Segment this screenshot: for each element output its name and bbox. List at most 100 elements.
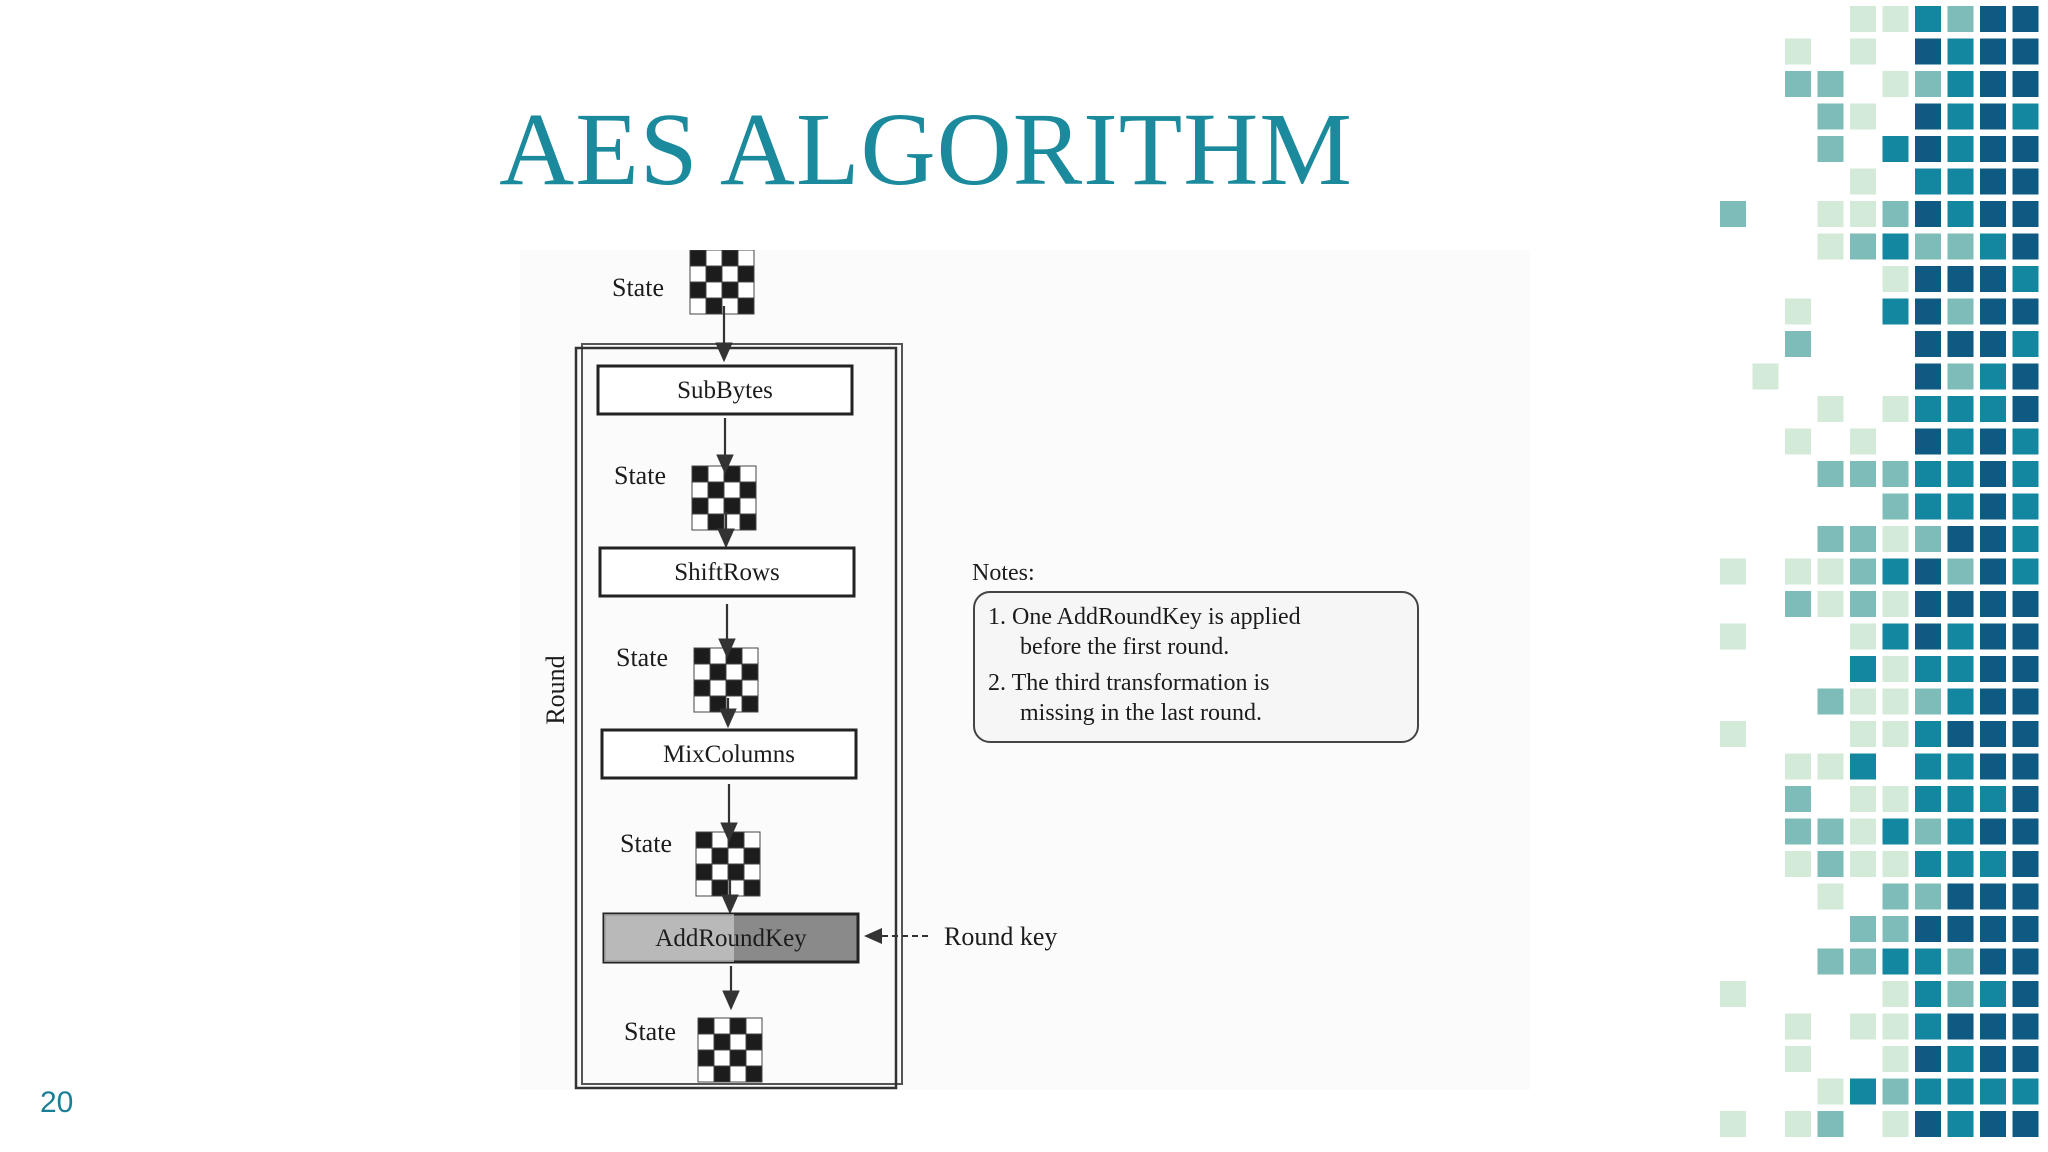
mosaic-tile	[1785, 71, 1811, 97]
mosaic-tile	[1915, 1111, 1941, 1137]
mosaic-tile	[2012, 266, 2039, 292]
state-label: State	[616, 643, 668, 672]
state-cell	[739, 497, 757, 515]
mosaic-tile	[1980, 818, 2006, 845]
mosaic-tile	[2012, 1013, 2039, 1040]
state-cell	[725, 663, 743, 681]
mosaic-tile	[1947, 1078, 1974, 1105]
mosaic-tile	[1980, 428, 2006, 455]
mosaic-tile	[1850, 1078, 1876, 1105]
note-1-line-1: 1. One AddRoundKey is applied	[988, 604, 1301, 630]
mosaic-tile	[1850, 233, 1876, 260]
mosaic-tile	[1850, 1013, 1876, 1040]
mosaic-tile	[1980, 851, 2006, 877]
mosaic-tile	[1882, 461, 1909, 487]
mosaic-tile	[1817, 688, 1844, 715]
state-cell	[711, 831, 729, 849]
mosaic-tile	[1915, 396, 1941, 422]
mosaic-tile	[2012, 526, 2039, 552]
mosaic-tile	[1947, 526, 1974, 552]
mosaic-tile	[1850, 428, 1876, 455]
state-grid	[689, 250, 755, 315]
mosaic-tile	[1850, 623, 1876, 650]
mosaic-tile	[1882, 1046, 1909, 1072]
mosaic-tile	[1915, 558, 1941, 585]
mosaic-tile	[1915, 103, 1941, 130]
mosaic-tile	[1947, 786, 1974, 812]
state-cell	[721, 281, 739, 299]
mosaic-tile	[1882, 558, 1909, 585]
mosaic-tile	[1947, 168, 1974, 195]
mosaic-tile	[1817, 851, 1844, 877]
mosaic-tile	[1980, 71, 2006, 97]
mosaic-tile	[1882, 266, 1909, 292]
mosaic-tile	[1882, 6, 1909, 32]
mosaic-tile	[1947, 883, 1974, 910]
mosaic-tile	[1915, 38, 1941, 65]
state-cell	[691, 513, 709, 531]
shiftrows-box	[598, 546, 856, 598]
mosaic-tile	[1882, 1111, 1909, 1137]
mosaic-tile	[1980, 233, 2006, 260]
mosaic-tile	[1980, 1013, 2006, 1040]
state-cell	[737, 250, 755, 267]
state-cell	[707, 513, 725, 531]
mosaic-tile	[1882, 623, 1909, 650]
mosaic-tile	[2012, 721, 2039, 747]
mosaic-tile	[1980, 6, 2006, 32]
state-cell	[697, 1033, 715, 1051]
state-label: State	[620, 829, 672, 858]
mosaic-tile	[1850, 948, 1876, 975]
mosaic-tile	[2012, 461, 2039, 487]
mosaic-tile	[2012, 428, 2039, 455]
mosaic-tile	[2012, 298, 2039, 325]
state-cell	[695, 863, 713, 881]
state-cell	[697, 1017, 715, 1035]
state-cell	[697, 1065, 715, 1083]
mosaic-tile	[1752, 363, 1779, 390]
state-cell	[737, 297, 755, 315]
mosaic-tile	[1850, 201, 1876, 227]
state-cell	[689, 265, 707, 283]
mosaic-tile	[1882, 591, 1909, 617]
mosaic-tile	[1785, 38, 1811, 65]
mosaic-tile	[2012, 38, 2039, 65]
mosaic-tile	[1947, 428, 1974, 455]
state-cell	[739, 513, 757, 531]
state-cell	[727, 863, 745, 881]
mosaic-tile	[1980, 981, 2006, 1007]
mosaic-tile	[1980, 623, 2006, 650]
state-cell	[697, 1049, 715, 1067]
mosaic-tile	[1785, 428, 1811, 455]
state-cell	[707, 497, 725, 515]
mosaic-tile	[2012, 1078, 2039, 1105]
state-cell	[739, 481, 757, 499]
state-grid	[693, 647, 759, 713]
mosaic-tile	[1882, 71, 1909, 97]
mosaic-tile	[1785, 591, 1811, 617]
mosaic-tile	[1915, 786, 1941, 812]
mosaic-tile	[1882, 136, 1909, 162]
mosaic-tile	[1882, 688, 1909, 715]
state-cell	[707, 465, 725, 483]
mosaic-tile	[1882, 298, 1909, 325]
mosaic-tile	[2012, 688, 2039, 715]
mosaic-tile	[2012, 6, 2039, 32]
diagram-canvas: Round State State State State State	[541, 250, 1419, 1090]
mosaic-tile	[1817, 818, 1844, 845]
mosaic-tile	[1915, 656, 1941, 682]
mosaic-tile	[1947, 1046, 1974, 1072]
state-cell	[741, 663, 759, 681]
mosaic-tile	[1850, 851, 1876, 877]
notes-heading: Notes:	[972, 560, 1035, 586]
mosaic-tile	[1915, 526, 1941, 552]
mosaic-tile	[1947, 916, 1974, 942]
mosaic-tile	[1882, 1078, 1909, 1105]
mosaic-tile	[1980, 103, 2006, 130]
mosaic-tile	[1882, 493, 1909, 520]
aes-round-diagram: Round State State State State State	[520, 250, 1530, 1090]
mosaic-tile	[1980, 1046, 2006, 1072]
state-label: State	[612, 273, 664, 302]
mosaic-tile	[1980, 883, 2006, 910]
